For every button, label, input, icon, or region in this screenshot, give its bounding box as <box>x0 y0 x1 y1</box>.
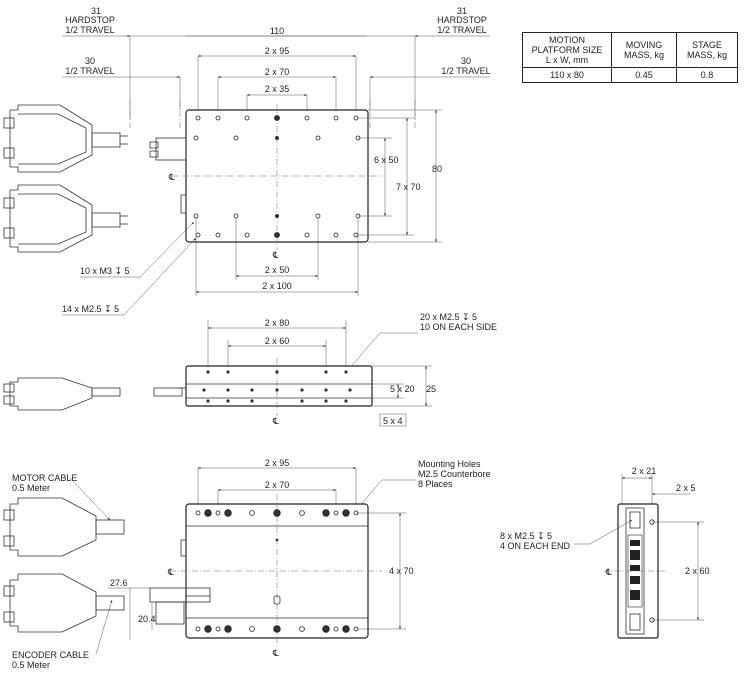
dim-2x50: 2 x 50 <box>265 265 290 275</box>
motor-cable-label: MOTOR CABLE <box>12 473 77 483</box>
bottom-view-cl-mark: ℄ <box>167 567 174 577</box>
dim-2x70-bottom: 2 x 70 <box>265 480 290 490</box>
connector-lower <box>3 184 128 253</box>
dim-2x100: 2 x 100 <box>262 281 292 291</box>
stage-top-side-tab <box>180 194 187 214</box>
travel-left-value: 30 <box>85 56 95 66</box>
half-travel-right-label-2: 1/2 TRAVEL <box>441 66 490 76</box>
half-travel-left-label-1: 1/2 TRAVEL <box>65 25 114 35</box>
end-callout-line2: 4 ON EACH END <box>500 541 571 551</box>
dim-2x70-top: 2 x 70 <box>265 67 290 77</box>
encoder-cable-length: 0.5 Meter <box>12 660 50 670</box>
encoder-cable-label: ENCODER CABLE <box>12 650 89 660</box>
hardstop-left-value: 31 <box>91 6 101 16</box>
motor-cable-length: 0.5 Meter <box>12 483 50 493</box>
end-view: 2 x 21 2 x 5 ℄ 2 x 60 8 x M2.5 ↧ 5 4 ON … <box>500 466 710 639</box>
dim-80: 80 <box>432 164 442 174</box>
mounting-holes-line1: Mounting Holes <box>418 459 481 469</box>
bottom-connector-upper <box>3 497 125 557</box>
dim-2x60-end: 2 x 60 <box>685 566 710 576</box>
hardstop-right-value: 31 <box>457 6 467 16</box>
side-callout-line2: 10 ON EACH SIDE <box>420 322 497 332</box>
dim-2x95-bottom: 2 x 95 <box>265 458 290 468</box>
dim-7x70: 7 x 70 <box>396 182 421 192</box>
side-callout-line1: 20 x M2.5 ↧ 5 <box>420 312 477 322</box>
hardstop-right-label: HARDSTOP <box>437 15 487 25</box>
dim-20-4: 20.4 <box>138 614 156 624</box>
side-view-cl-mark: ℄ <box>272 416 279 426</box>
dim-2x95-top: 2 x 95 <box>265 46 290 56</box>
bottom-connector-lower <box>3 573 125 633</box>
spec-size-value: 110 x 80 <box>522 67 612 83</box>
dim-2x21: 2 x 21 <box>632 466 657 476</box>
mounting-holes-line2: M2.5 Counterbore <box>418 469 491 479</box>
dim-2x60: 2 x 60 <box>265 336 290 346</box>
side-connector <box>3 377 121 411</box>
stage-top-connector <box>155 137 187 161</box>
hardstop-left-label: HARDSTOP <box>65 15 115 25</box>
dim-110: 110 <box>270 26 284 36</box>
half-travel-left-label-2: 1/2 TRAVEL <box>65 66 114 76</box>
dim-5x4: 5 x 4 <box>383 416 403 426</box>
end-callout-line1: 8 x M2.5 ↧ 5 <box>500 531 552 541</box>
top-cable-connectors <box>3 104 128 253</box>
mounting-holes-line3: 8 Places <box>418 479 453 489</box>
dim-2x80: 2 x 80 <box>265 318 290 328</box>
callout-14xm25: 14 x M2.5 ↧ 5 <box>62 304 119 314</box>
dim-25: 25 <box>426 384 436 394</box>
spec-stage-mass-value: 0.8 <box>676 67 738 83</box>
dim-2x5: 2 x 5 <box>676 483 696 493</box>
side-view: 2 x 80 2 x 60 20 x M2.5 ↧ 5 10 ON EACH S… <box>3 312 497 427</box>
dim-4x70: 4 x 70 <box>389 566 414 576</box>
callout-10xm3: 10 x M3 ↧ 5 <box>80 266 130 276</box>
dim-27-6: 27.6 <box>110 578 128 588</box>
travel-right-value: 30 <box>461 56 471 66</box>
top-view-cl-mark-bottom: ℄ <box>272 250 279 260</box>
connector-upper <box>3 104 128 173</box>
dim-2x35: 2 x 35 <box>265 84 290 94</box>
spec-moving-mass-value: 0.45 <box>611 67 677 83</box>
top-view: 31 HARDSTOP 1/2 TRAVEL 31 HARDSTOP 1/2 T… <box>62 6 491 316</box>
dim-5x20: 5 x 20 <box>390 384 415 394</box>
top-view-cl-mark: ℄ <box>168 172 175 182</box>
dim-6x50: 6 x 50 <box>374 155 399 165</box>
half-travel-right-label-1: 1/2 TRAVEL <box>437 25 486 35</box>
end-view-cl-mark: ℄ <box>605 567 612 577</box>
bottom-view-cl-mark-bottom: ℄ <box>272 648 279 658</box>
stage-side-body <box>185 365 373 407</box>
bottom-view: MOTOR CABLE 0.5 Meter ENCODER CABLE 0.5 … <box>3 458 491 670</box>
